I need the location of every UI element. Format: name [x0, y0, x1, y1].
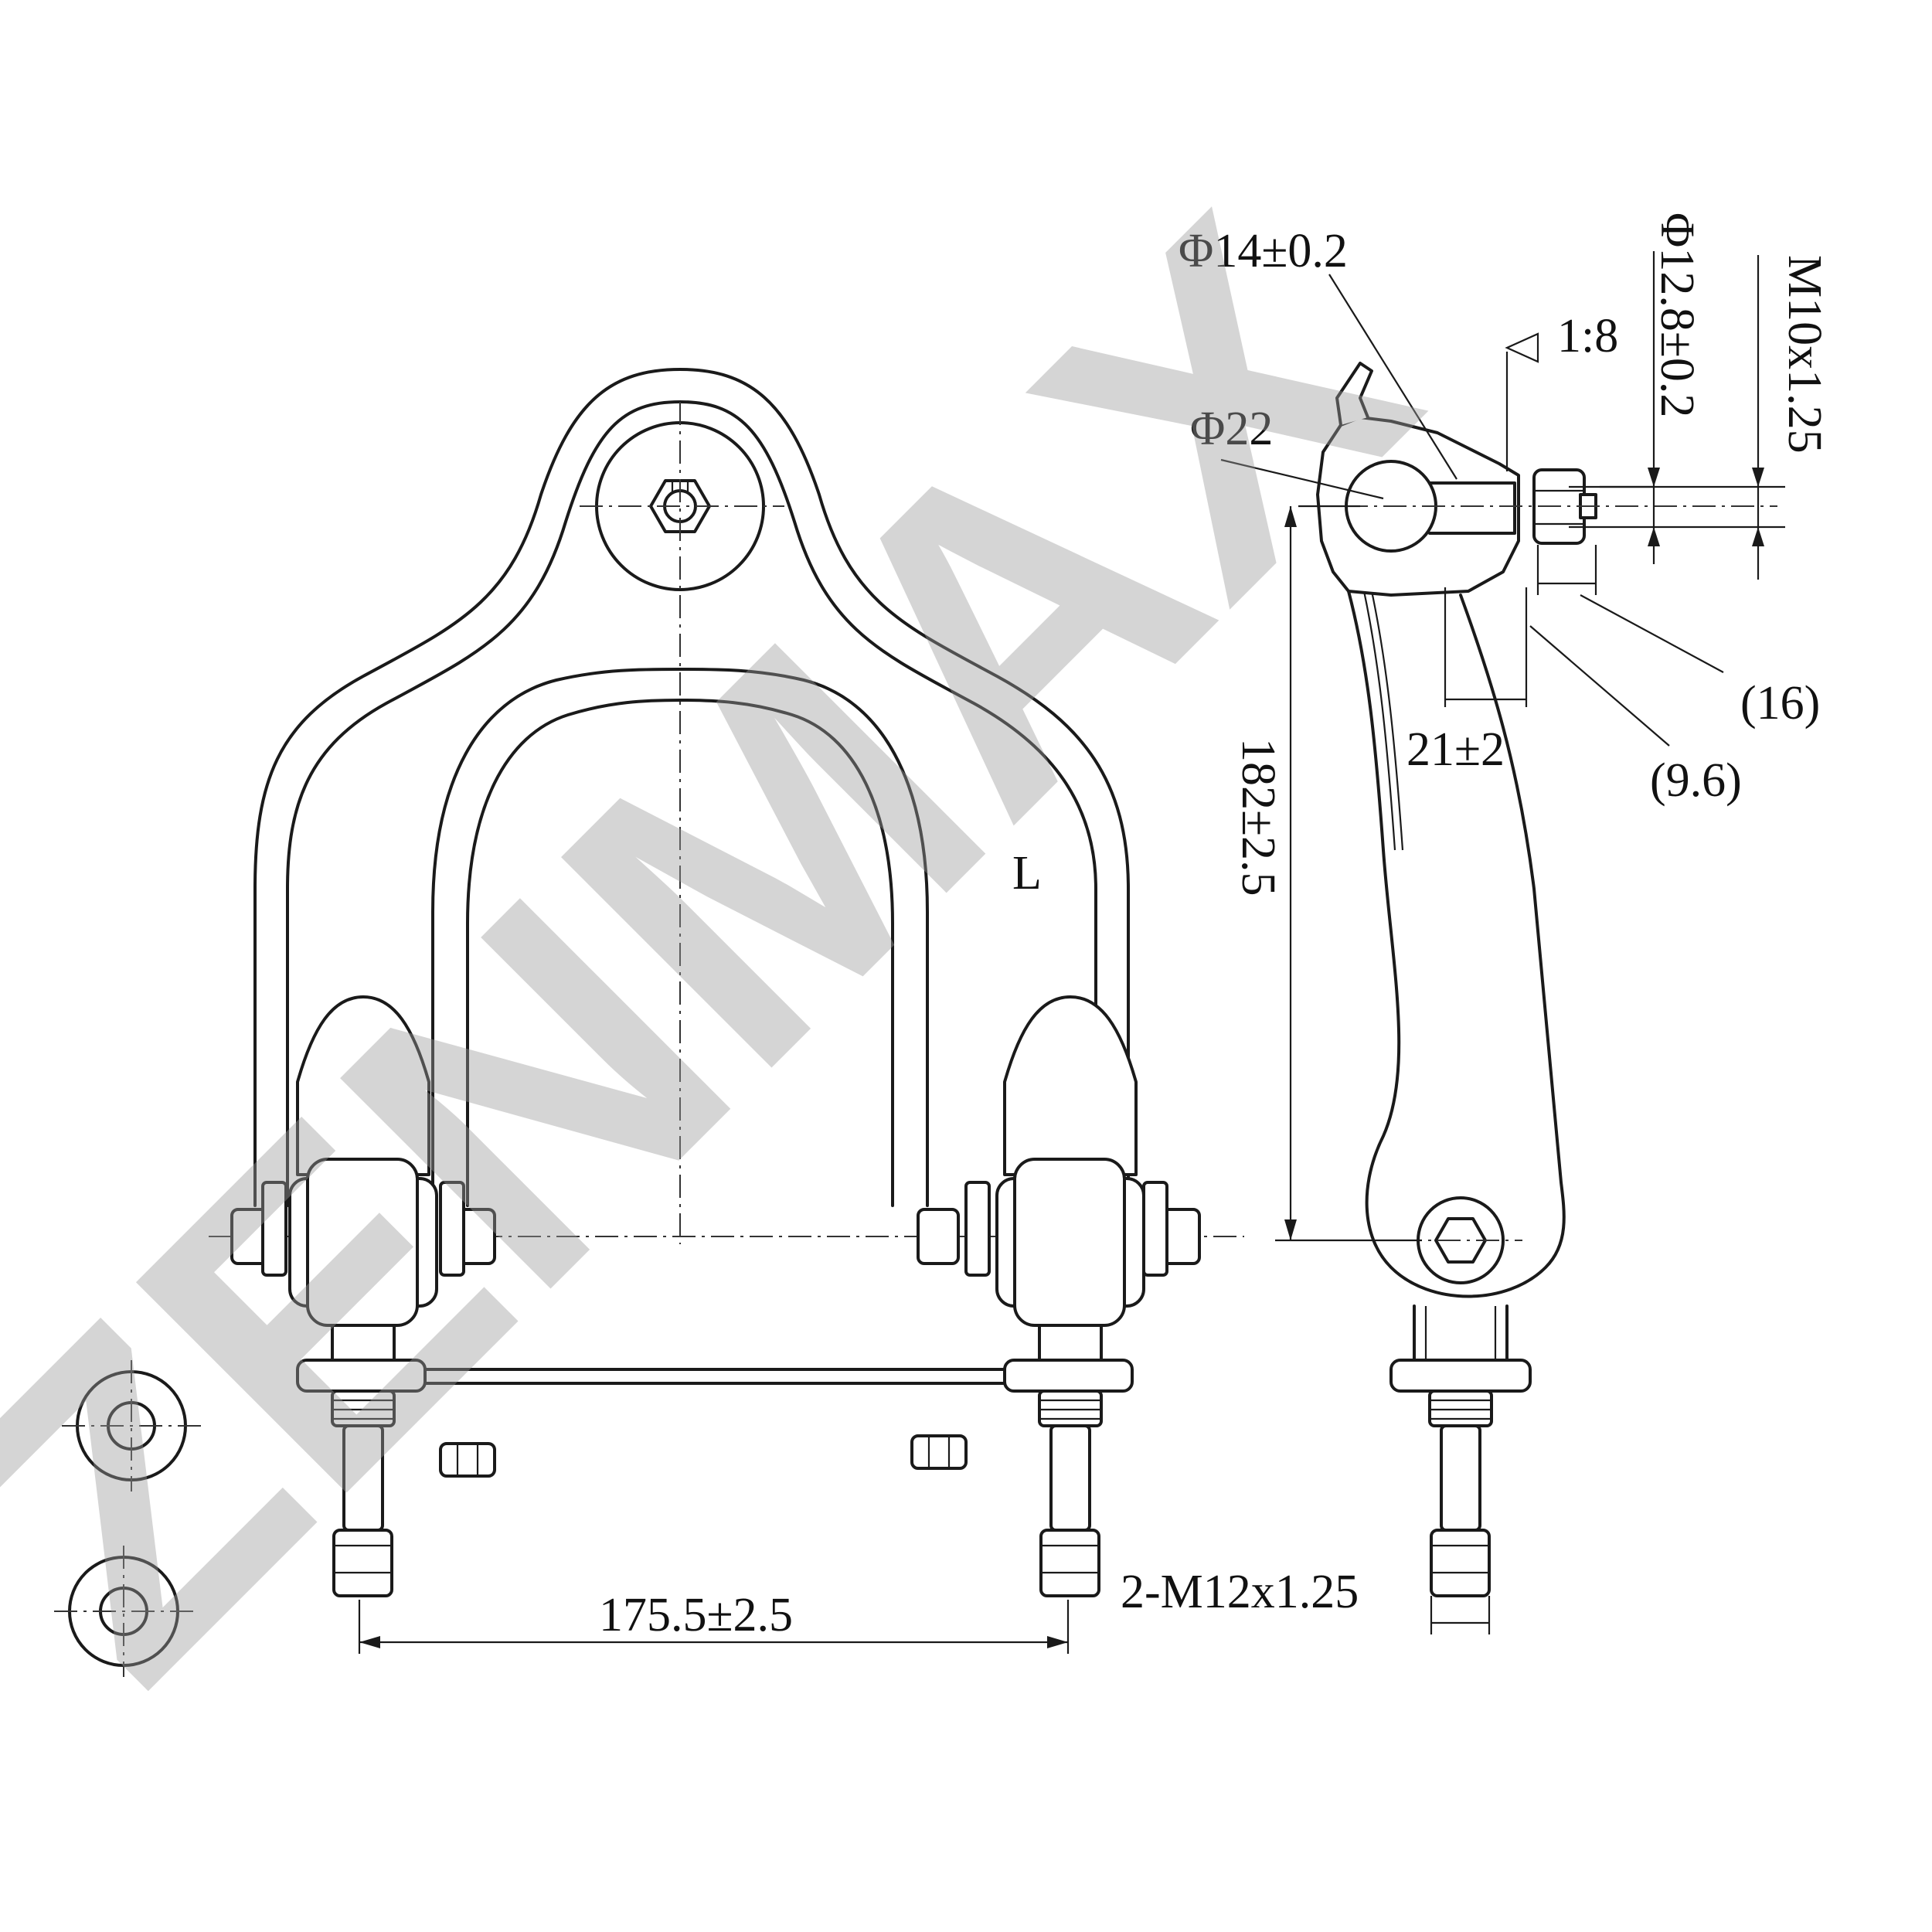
- phi22-label: Φ22: [1190, 403, 1273, 455]
- dim-9-6-label: (9.6): [1650, 754, 1742, 807]
- side-mark-label: L: [1012, 847, 1042, 900]
- side-view: Φ14±0.2 Φ22 1:8 Φ12.8±0.2 M10x1.25 (16) …: [1121, 213, 1831, 1634]
- dim-182-label: 182±2.5: [1232, 738, 1284, 896]
- loose-nut-left-icon: [439, 1442, 496, 1478]
- dust-boot: [1335, 362, 1373, 426]
- thread-label: 2-M12x1.25: [1121, 1566, 1359, 1618]
- pivot-nut-icon: [1434, 1217, 1487, 1264]
- right-bushing: [917, 995, 1201, 1597]
- taper-label: 1:8: [1557, 310, 1618, 362]
- washer-top-icon: [62, 1360, 201, 1492]
- left-bushing: [230, 995, 496, 1597]
- phi14-label: Φ14±0.2: [1179, 225, 1348, 277]
- watermark: ZENMAX: [0, 130, 1498, 1765]
- loose-nut-right-icon: [910, 1434, 968, 1470]
- dim-16-label: (16): [1740, 677, 1820, 730]
- dim-21-label: 21±2: [1406, 723, 1505, 776]
- phi12-8-label: Φ12.8±0.2: [1651, 213, 1703, 417]
- dim-175-label: 175.5±2.5: [599, 1589, 793, 1641]
- front-view: L 175.5±2.5: [54, 368, 1244, 1677]
- washer-bottom-icon: [54, 1546, 193, 1677]
- m10-label: M10x1.25: [1778, 255, 1831, 454]
